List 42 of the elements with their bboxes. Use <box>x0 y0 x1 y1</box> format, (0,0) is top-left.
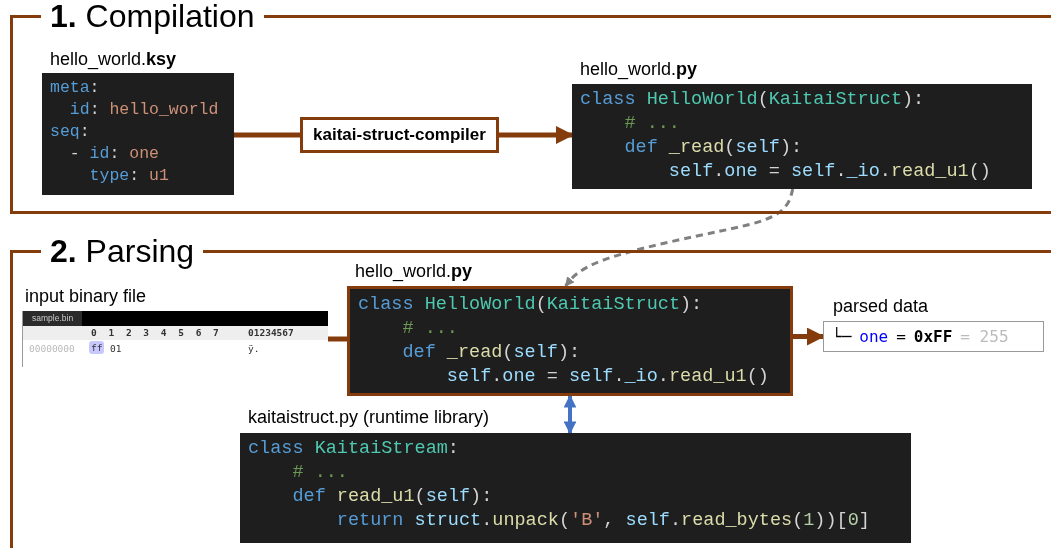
arrow <box>498 126 574 144</box>
output-label: parsed data <box>833 295 929 317</box>
field-name: one <box>859 327 889 346</box>
code-line: type: u1 <box>88 165 170 187</box>
code-line: def _read(self): <box>401 341 582 365</box>
code-line: meta: <box>50 77 101 99</box>
file-tab: sample.bin <box>23 311 83 326</box>
code-line: class KaitaiStream: <box>248 437 460 461</box>
code-line: id: hello_world <box>68 99 220 121</box>
arrow <box>793 327 825 346</box>
file-name: hello_world.py <box>355 260 473 282</box>
offset-text: 00000000 <box>29 342 75 355</box>
equals-sign: = <box>896 327 906 346</box>
code-line: return struct.unpack('B', self.read_bytes(1))[0] <box>335 509 871 533</box>
file-name: kaitaistruct.py (runtime library) <box>248 406 490 428</box>
file-label: input binary file <box>25 285 147 307</box>
code-line: def _read(self): <box>623 136 804 160</box>
connector-line <box>234 132 300 138</box>
column-header: 01234567 <box>248 326 294 339</box>
arrow <box>563 394 577 435</box>
decimal-value: = 255 <box>960 327 1009 346</box>
code-line: # ... <box>291 461 349 485</box>
tree-branch: └─ <box>832 327 852 346</box>
compiler-box: kaitai-struct-compiler <box>300 117 499 153</box>
file-name: hello_world.ksy <box>50 48 177 70</box>
file-name: hello_world.py <box>580 58 698 80</box>
hex-byte: ff <box>89 341 105 354</box>
code-line: - id: one <box>68 143 160 165</box>
hex-value: 0xFF <box>913 327 953 346</box>
code-line: class HelloWorld(KaitaiStruct): <box>580 88 926 112</box>
code-line: self.one = self._io.read_u1() <box>667 160 992 184</box>
column-header: 0 1 2 3 4 5 6 7 <box>91 326 219 339</box>
code-line: def read_u1(self): <box>291 485 494 509</box>
connector-line <box>328 336 347 342</box>
ascii-text: ÿ. <box>248 342 260 355</box>
arrow <box>564 188 795 287</box>
code-line: self.one = self._io.read_u1() <box>445 365 770 389</box>
code-line: # ... <box>623 112 681 136</box>
code-line: seq: <box>50 121 91 143</box>
hex-byte: 01 <box>110 342 122 355</box>
code-line: # ... <box>401 317 459 341</box>
code-line: class HelloWorld(KaitaiStruct): <box>358 293 704 317</box>
